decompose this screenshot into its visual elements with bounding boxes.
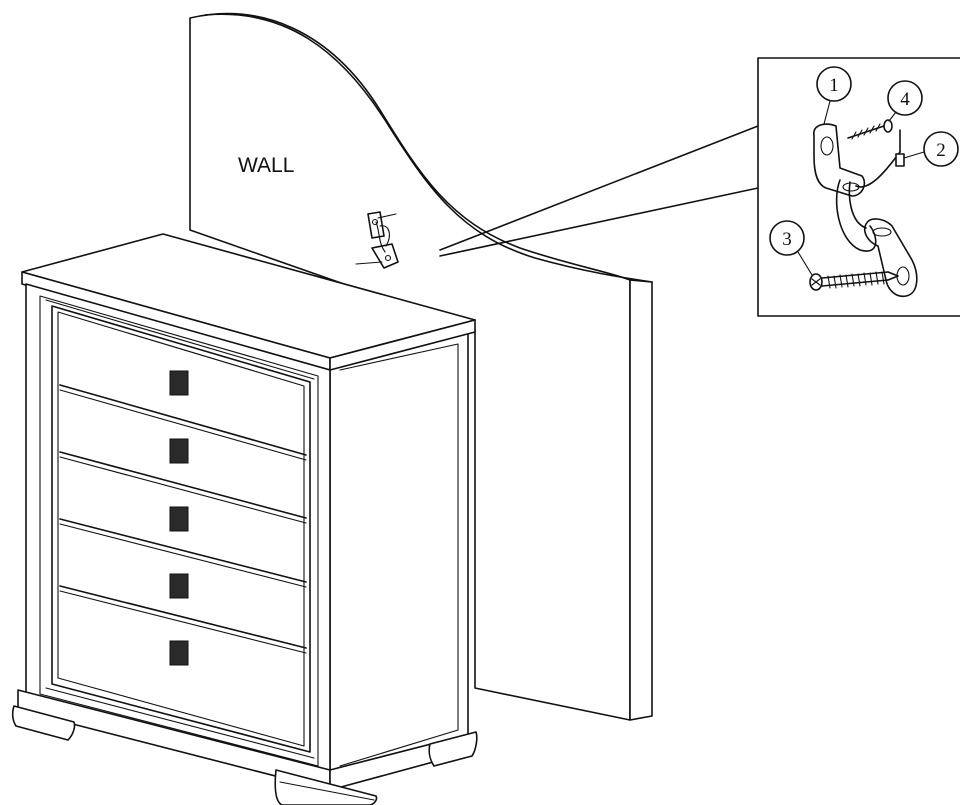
cable (835, 129, 905, 252)
chest-of-drawers (11, 233, 478, 805)
drawer-handle-3 (169, 506, 189, 532)
callout-2: 2 (903, 131, 959, 167)
callout-1: 1 (816, 66, 852, 125)
drawer-handle-2 (169, 438, 189, 464)
drawer-handle-4 (169, 573, 189, 599)
callout-3-label: 3 (782, 229, 792, 250)
bracket-upper (813, 123, 866, 197)
drawer-handle-5 (169, 640, 189, 666)
drawer-divider-3 (59, 518, 307, 583)
drawer-divider-4 (59, 585, 307, 649)
callout-3: 3 (769, 220, 813, 276)
chest-side-panel (329, 331, 469, 779)
detail-box: 1 4 2 3 (757, 57, 960, 317)
foot-left (11, 705, 76, 741)
callout-1-label: 1 (829, 75, 839, 96)
wall-bracket-small (355, 211, 399, 269)
drawer-handle-1 (169, 370, 189, 396)
callout-2-label: 2 (936, 140, 946, 161)
screw-long (809, 271, 899, 291)
foot-right (428, 731, 478, 767)
callout-4-label: 4 (900, 89, 910, 110)
drawer-divider-2 (59, 451, 307, 519)
foot-center (274, 769, 378, 805)
callout-4: 4 (887, 80, 923, 122)
wall-label: WALL (238, 154, 294, 177)
wall (189, 12, 653, 721)
drawer-divider-1 (59, 384, 307, 456)
screw-small (847, 119, 893, 140)
detail-leader-lines (439, 125, 759, 257)
